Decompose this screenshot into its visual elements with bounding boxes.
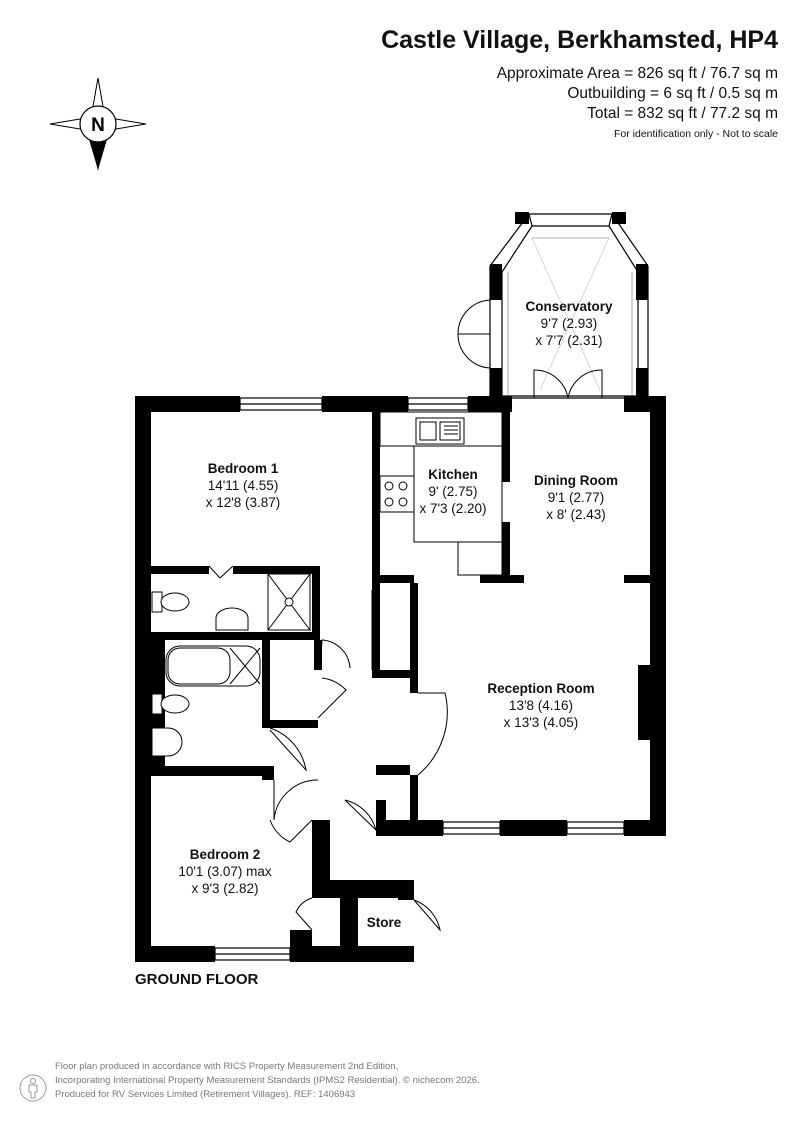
conservatory-glazing (489, 213, 649, 399)
room-name: Bedroom 1 (207, 461, 279, 476)
room-label-bedroom-1: Bedroom 1 14'11 (4.55) x 12'8 (3.87) (206, 460, 281, 511)
bathroom-fittings (151, 573, 311, 757)
room-dimension: 9'1 (2.77) (547, 490, 605, 505)
room-dimension: x 13'3 (4.05) (503, 715, 579, 730)
room-label-reception-room: Reception Room 13'8 (4.16) x 13'3 (4.05) (487, 680, 594, 731)
doors (208, 481, 503, 932)
compass-rose-icon: N (49, 77, 147, 170)
room-dimension: x 9'3 (2.82) (191, 881, 259, 896)
room-dimension: 9'7 (2.93) (540, 316, 598, 331)
footer-text: Floor plan produced in accordance with R… (55, 1060, 480, 1102)
scale-note: For identification only - Not to scale (614, 128, 778, 140)
room-label-conservatory: Conservatory 9'7 (2.93) x 7'7 (2.31) (525, 298, 612, 349)
room-dimension: x 7'3 (2.20) (419, 501, 487, 516)
room-dimension: x 7'7 (2.31) (535, 333, 603, 348)
room-name: Store (366, 915, 402, 930)
floor-label: GROUND FLOOR (135, 971, 259, 988)
compass-north-letter: N (91, 115, 105, 136)
room-label-kitchen: Kitchen 9' (2.75) x 7'3 (2.20) (419, 466, 486, 517)
person-icon (19, 1074, 47, 1102)
room-dimension: 10'1 (3.07) max (178, 864, 272, 879)
outbuilding-area: Outbuilding = 6 sq ft / 0.5 sq m (567, 85, 778, 102)
windows (214, 397, 625, 961)
footer-line: Floor plan produced in accordance with R… (55, 1061, 399, 1072)
total-area: Total = 832 sq ft / 77.2 sq m (587, 105, 778, 122)
room-dimension: x 12'8 (3.87) (205, 495, 281, 510)
room-name: Reception Room (487, 681, 595, 696)
room-label-store: Store (367, 914, 402, 931)
kitchen-fittings (379, 411, 503, 576)
room-name: Dining Room (534, 473, 618, 488)
property-title: Castle Village, Berkhamsted, HP4 (381, 26, 778, 54)
approximate-area: Approximate Area = 826 sq ft / 76.7 sq m (496, 65, 778, 82)
room-label-dining-room: Dining Room 9'1 (2.77) x 8' (2.43) (534, 472, 618, 523)
room-label-bedroom-2: Bedroom 2 10'1 (3.07) max x 9'3 (2.82) (178, 846, 271, 897)
walls (135, 212, 666, 962)
room-dimension: 9' (2.75) (428, 484, 478, 499)
room-dimension: 13'8 (4.16) (508, 698, 574, 713)
footer-line: Produced for RV Services Limited (Retire… (55, 1089, 356, 1100)
room-dimension: 14'11 (4.55) (207, 478, 279, 493)
room-name: Bedroom 2 (189, 847, 261, 862)
room-dimension: x 8' (2.43) (546, 507, 606, 522)
room-name: Kitchen (428, 467, 478, 482)
area-summary: Approximate Area = 826 sq ft / 76.7 sq m… (497, 64, 778, 124)
conservatory-doors (457, 299, 603, 399)
room-name: Conservatory (525, 299, 613, 314)
footer-line: Incorporating International Property Mea… (55, 1075, 480, 1086)
